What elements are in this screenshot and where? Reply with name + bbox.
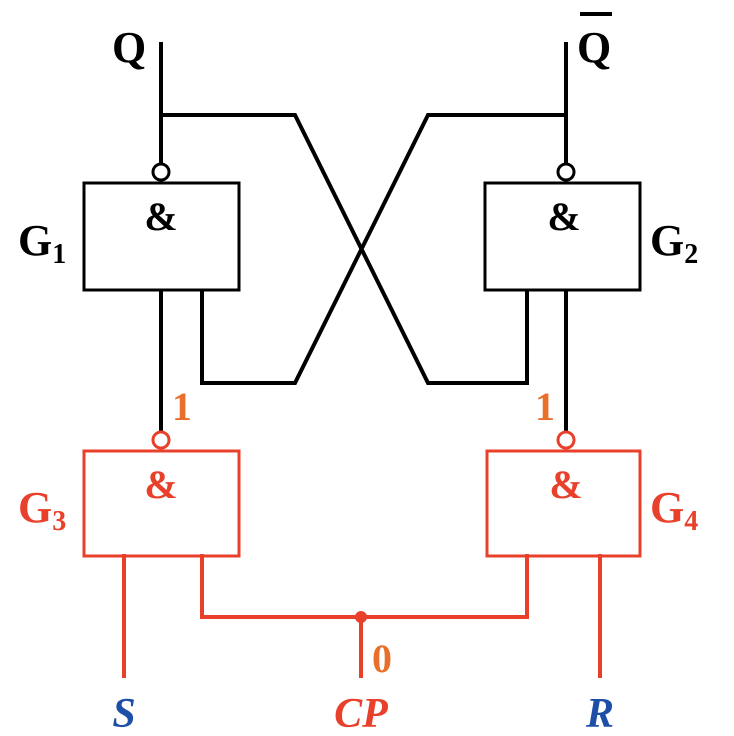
gate-g4-body [485, 449, 642, 558]
gate-g1: & [82, 162, 241, 292]
gate-g2-label: G2 [650, 216, 698, 270]
g3-output-level: 1 [172, 384, 192, 429]
gate-g4-symbol: & [549, 462, 582, 507]
cp-level: 0 [372, 636, 392, 681]
q-bar-output-label: Q [577, 23, 611, 72]
cross-wire-q-to-g2 [159, 113, 529, 385]
input-wiring [122, 554, 602, 678]
q-output-label: Q [112, 23, 146, 72]
gate-g3-symbol: & [144, 462, 177, 507]
gate-g1-inverter-bubble [151, 162, 171, 182]
gate-g2: & [483, 162, 642, 292]
gate-g1-symbol: & [144, 194, 177, 239]
gate-g3-body [82, 449, 241, 558]
gate-g4-label: G4 [650, 483, 698, 537]
g4-output-level: 1 [535, 384, 555, 429]
gate-g4: & [485, 430, 642, 558]
cp-junction-dot [355, 611, 367, 623]
cross-wire-qbar-to-g1 [200, 113, 568, 385]
cp-bus-wire [200, 554, 529, 619]
gate-g2-symbol: & [547, 194, 580, 239]
gate-g3: & [82, 430, 241, 558]
cp-input-label: CP [334, 691, 388, 736]
gate-g2-inverter-bubble [556, 162, 576, 182]
gate-g3-inverter-bubble [151, 430, 171, 450]
gate-g3-label: G3 [18, 483, 66, 537]
r-input-label: R [585, 691, 614, 736]
gate-g2-body [483, 181, 642, 292]
gate-g4-inverter-bubble [556, 430, 576, 450]
s-input-label: S [112, 691, 135, 736]
latch-wiring [159, 42, 568, 434]
gate-g1-body [82, 181, 241, 292]
gate-g1-label: G1 [18, 216, 66, 270]
